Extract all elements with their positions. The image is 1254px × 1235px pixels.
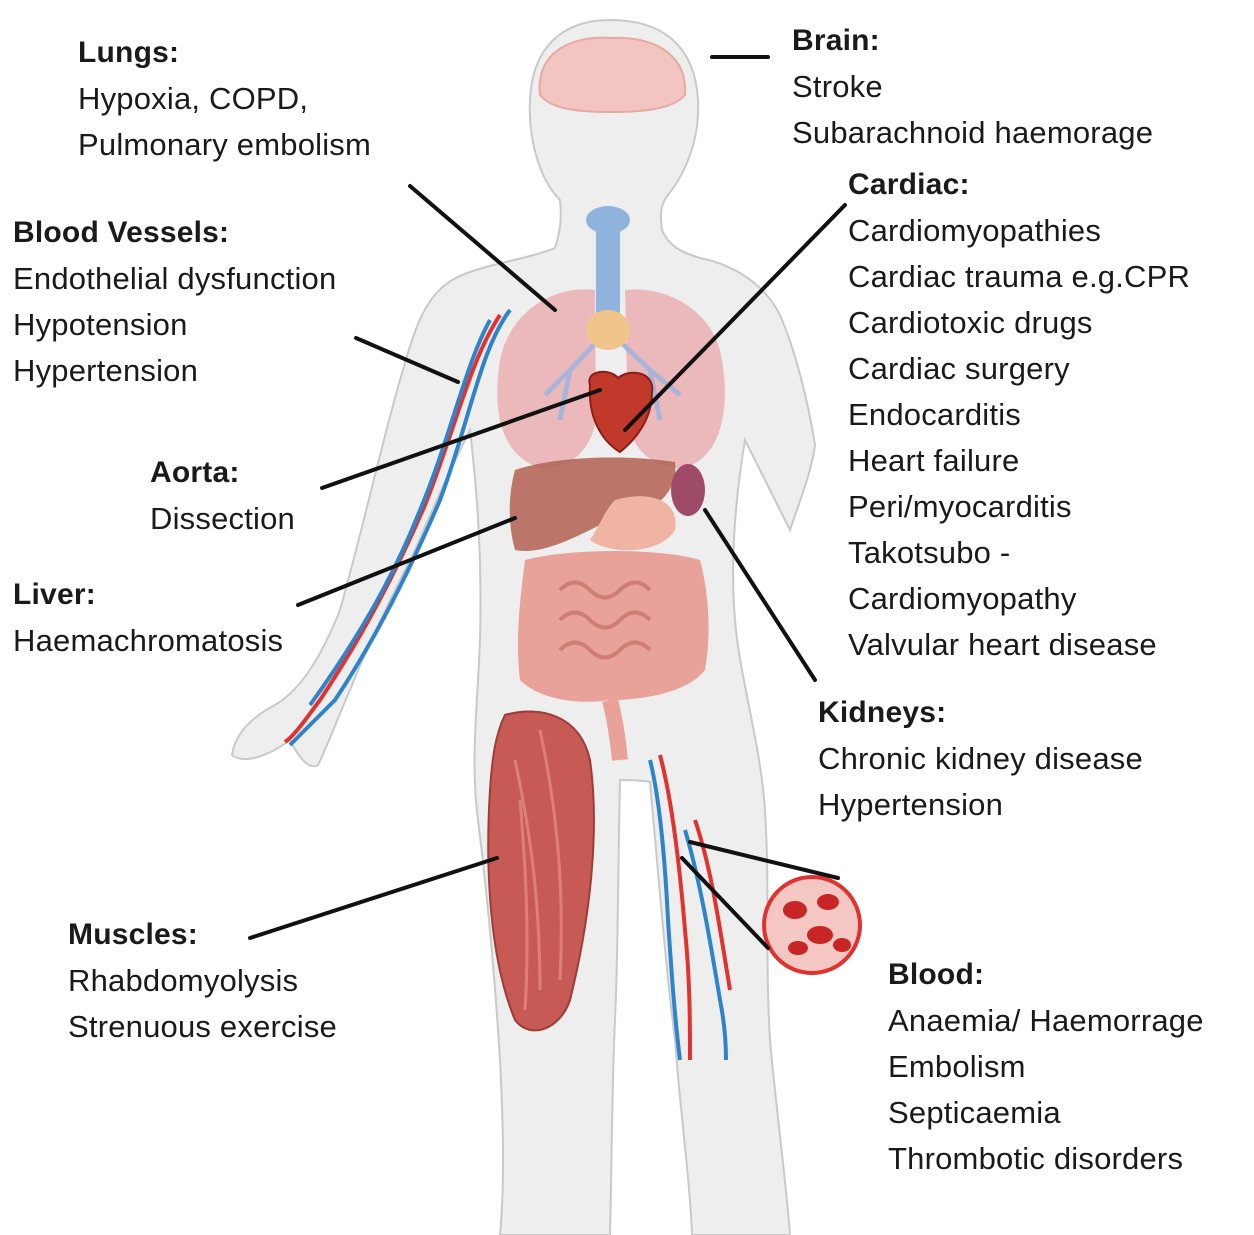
- callout-brain-title: Brain:: [792, 18, 1153, 64]
- callout-liver-title: Liver:: [13, 572, 283, 618]
- callout-cardiac-item: Takotsubo -: [848, 530, 1190, 576]
- callout-cardiac: Cardiac: Cardiomyopathies Cardiac trauma…: [848, 162, 1190, 668]
- callout-cardiac-item: Valvular heart disease: [848, 622, 1190, 668]
- callout-kidneys-title: Kidneys:: [818, 690, 1143, 736]
- callout-cardiac-item: Cardiac trauma e.g.CPR: [848, 254, 1190, 300]
- callout-aorta: Aorta: Dissection: [150, 450, 295, 542]
- callout-kidneys: Kidneys: Chronic kidney disease Hyperten…: [818, 690, 1143, 828]
- callout-blood-title: Blood:: [888, 952, 1204, 998]
- callout-blood-item: Septicaemia: [888, 1090, 1204, 1136]
- callout-cardiac-item: Cardiotoxic drugs: [848, 300, 1190, 346]
- callout-lungs-item: Pulmonary embolism: [78, 122, 371, 168]
- callout-blood-vessels-title: Blood Vessels:: [13, 210, 336, 256]
- callout-cardiac-item: Peri/myocarditis: [848, 484, 1190, 530]
- callout-muscles-title: Muscles:: [68, 912, 337, 958]
- callout-cardiac-item: Endocarditis: [848, 392, 1190, 438]
- callout-brain: Brain: Stroke Subarachnoid haemorage: [792, 18, 1153, 156]
- callout-muscles-item: Strenuous exercise: [68, 1004, 337, 1050]
- callout-blood: Blood: Anaemia/ Haemorrage Embolism Sept…: [888, 952, 1204, 1182]
- blood-cells-inset: [764, 877, 860, 973]
- callout-cardiac-item: Cardiomyopathy: [848, 576, 1190, 622]
- callout-blood-vessels-item: Endothelial dysfunction: [13, 256, 336, 302]
- callout-brain-item: Stroke: [792, 64, 1153, 110]
- callout-brain-item: Subarachnoid haemorage: [792, 110, 1153, 156]
- callout-lungs-item: Hypoxia, COPD,: [78, 76, 371, 122]
- callout-kidneys-item: Chronic kidney disease: [818, 736, 1143, 782]
- callout-blood-item: Embolism: [888, 1044, 1204, 1090]
- kidney-organ: [671, 464, 705, 516]
- callout-blood-vessels-item: Hypotension: [13, 302, 336, 348]
- callout-blood-vessels-item: Hypertension: [13, 348, 336, 394]
- callout-muscles: Muscles: Rhabdomyolysis Strenuous exerci…: [68, 912, 337, 1050]
- callout-cardiac-item: Cardiomyopathies: [848, 208, 1190, 254]
- callout-blood-item: Thrombotic disorders: [888, 1136, 1204, 1182]
- callout-lungs-title: Lungs:: [78, 30, 371, 76]
- callout-blood-item: Anaemia/ Haemorrage: [888, 998, 1204, 1044]
- callout-aorta-title: Aorta:: [150, 450, 295, 496]
- callout-kidneys-item: Hypertension: [818, 782, 1143, 828]
- callout-liver-item: Haemachromatosis: [13, 618, 283, 664]
- callout-muscles-item: Rhabdomyolysis: [68, 958, 337, 1004]
- callout-cardiac-item: Heart failure: [848, 438, 1190, 484]
- callout-aorta-item: Dissection: [150, 496, 295, 542]
- callout-lungs: Lungs: Hypoxia, COPD, Pulmonary embolism: [78, 30, 371, 168]
- callout-cardiac-title: Cardiac:: [848, 162, 1190, 208]
- thyroid-organ: [586, 310, 630, 350]
- callout-cardiac-item: Cardiac surgery: [848, 346, 1190, 392]
- callout-liver: Liver: Haemachromatosis: [13, 572, 283, 664]
- callout-blood-vessels: Blood Vessels: Endothelial dysfunction H…: [13, 210, 336, 394]
- brain-organ: [540, 38, 686, 112]
